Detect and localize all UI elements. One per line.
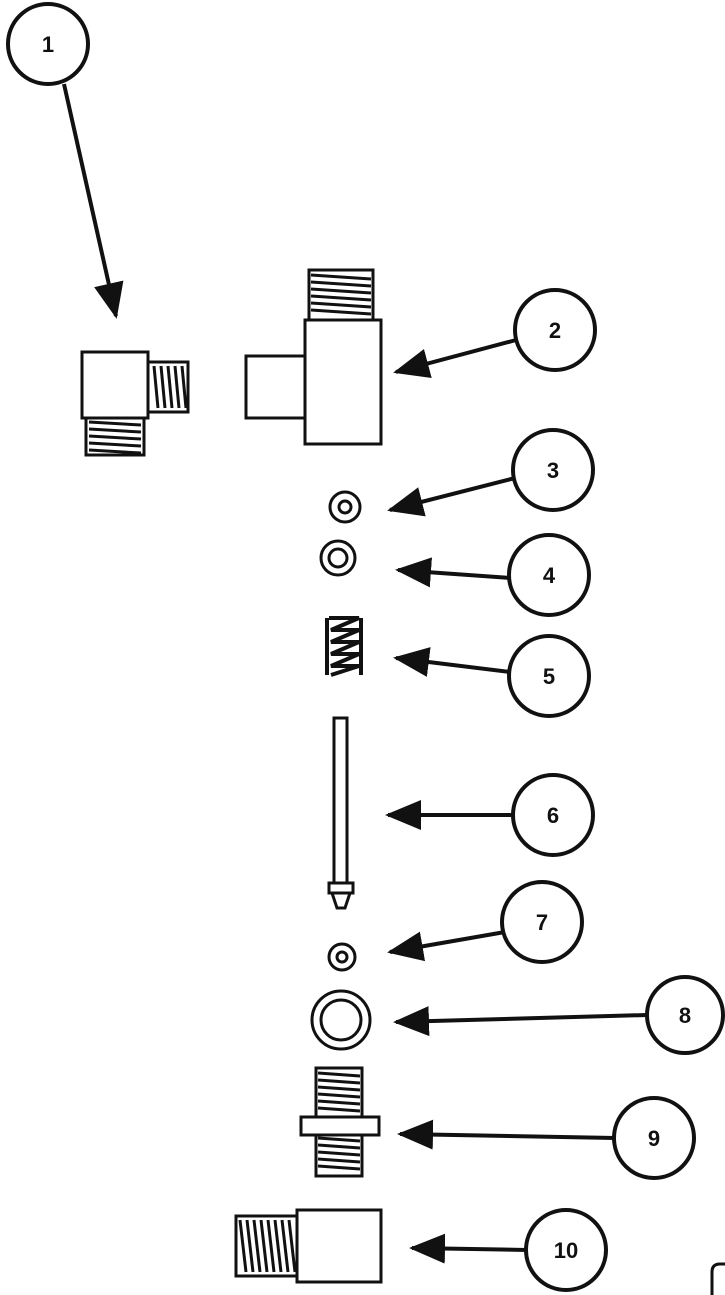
callout-7: 7 bbox=[500, 880, 584, 964]
leader-7 bbox=[387, 930, 506, 962]
callout-5-label: 5 bbox=[543, 664, 555, 689]
callout-8: 8 bbox=[645, 975, 725, 1055]
callout-7-label: 7 bbox=[536, 910, 548, 935]
callout-4-label: 4 bbox=[543, 563, 556, 588]
leader-9 bbox=[397, 1119, 616, 1150]
callout-1-label: 1 bbox=[42, 32, 54, 57]
part-8-large-washer bbox=[310, 989, 372, 1051]
part-3-small-washer bbox=[328, 490, 362, 524]
part-1-elbow-fitting bbox=[80, 350, 190, 457]
callout-10-label: 10 bbox=[554, 1238, 578, 1263]
leader-5 bbox=[393, 647, 511, 677]
part-10-adapter-plug bbox=[234, 1208, 383, 1284]
leader-2 bbox=[393, 338, 517, 378]
callout-5: 5 bbox=[507, 634, 591, 718]
leader-3 bbox=[387, 476, 516, 517]
callout-2-label: 2 bbox=[549, 318, 561, 343]
part-5-spring bbox=[325, 614, 363, 677]
leader-4 bbox=[395, 557, 511, 588]
callout-9-label: 9 bbox=[648, 1126, 660, 1151]
callout-2: 2 bbox=[513, 288, 597, 372]
part-9-threaded-nipple bbox=[299, 1066, 381, 1178]
leader-1 bbox=[62, 83, 124, 319]
leader-lines bbox=[62, 83, 648, 1264]
corner-fragment bbox=[710, 1262, 725, 1295]
callout-6-label: 6 bbox=[547, 803, 559, 828]
leader-10 bbox=[409, 1233, 528, 1264]
part-7-seat-washer bbox=[327, 942, 357, 972]
leader-8 bbox=[393, 1006, 648, 1037]
callout-1: 1 bbox=[6, 2, 90, 86]
callout-3-label: 3 bbox=[547, 458, 559, 483]
part-2-tee-body bbox=[244, 268, 383, 446]
part-4-o-ring bbox=[319, 539, 357, 577]
callout-8-label: 8 bbox=[679, 1003, 691, 1028]
callout-10: 10 bbox=[524, 1208, 608, 1292]
callout-3: 3 bbox=[511, 428, 595, 512]
callout-9: 9 bbox=[612, 1096, 696, 1180]
callout-4: 4 bbox=[507, 533, 591, 617]
part-6-plunger-pin bbox=[327, 716, 355, 910]
callout-6: 6 bbox=[511, 773, 595, 857]
